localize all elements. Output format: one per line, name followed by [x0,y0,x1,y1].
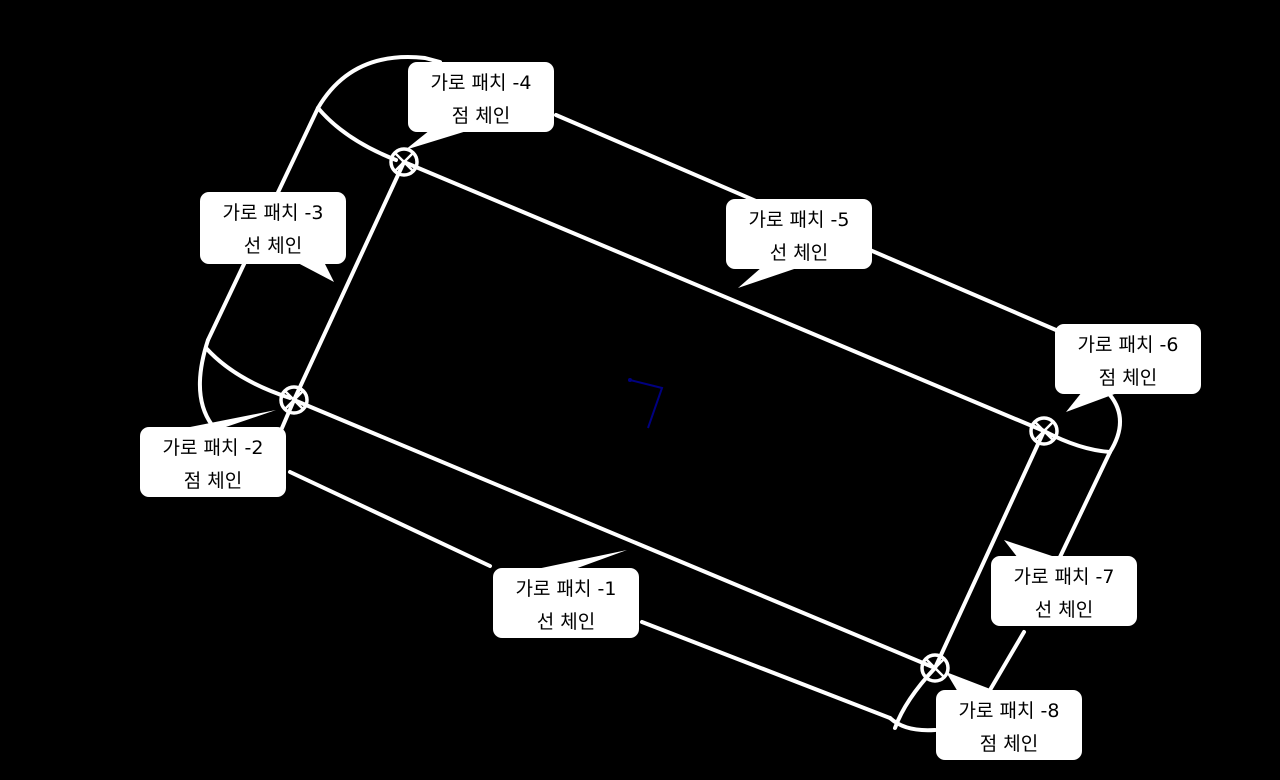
callout-patch-1: 가로 패치 -1 선 체인 [493,550,639,638]
callout-patch-4: 가로 패치 -4 점 체인 [405,62,554,150]
callout-subtitle: 점 체인 [184,470,242,492]
inner-edge-top [402,160,1046,433]
inner-edge-bottom [292,398,937,670]
callout-box [140,427,286,497]
callout-tail [738,267,800,288]
callout-box [1055,324,1201,394]
inner-arc-top-left [316,106,398,162]
inner-frame [280,160,1046,670]
outer-edge-right-lower [988,630,1026,692]
callout-subtitle: 점 체인 [1099,367,1157,389]
callout-tail [1066,392,1120,412]
callout-patch-5: 가로 패치 -5 선 체인 [726,199,872,288]
outer-edge-bottom-right [640,620,892,720]
callout-tail [946,672,998,692]
callout-subtitle: 선 체인 [537,611,595,633]
callout-title: 가로 패치 -5 [749,209,850,231]
callout-box [408,62,554,132]
node-top-left [389,147,419,177]
callout-title: 가로 패치 -6 [1078,334,1179,356]
callout-tail [180,410,276,429]
callout-tail [1004,540,1058,558]
center-marker-icon [628,378,664,429]
callout-subtitle: 선 체인 [244,235,302,257]
callout-title: 가로 패치 -1 [516,578,617,600]
callout-subtitle: 점 체인 [452,105,510,127]
inner-edge-left-lower [280,398,296,430]
callout-tail [296,262,334,282]
callout-patch-7: 가로 패치 -7 선 체인 [991,540,1137,626]
callout-box [991,556,1137,626]
inner-edge-left [292,160,406,402]
callout-title: 가로 패치 -3 [223,202,324,224]
callout-box [493,568,639,638]
outer-edge-bottom [288,470,492,568]
outer-cap-top-left [316,55,442,110]
callout-patch-2: 가로 패치 -2 점 체인 [140,410,286,497]
outer-cap-right [1108,393,1122,454]
outer-cap-bottom [888,716,937,733]
callout-title: 가로 패치 -2 [163,437,264,459]
node-bottom [920,653,950,683]
callout-subtitle: 선 체인 [770,242,828,264]
callout-title: 가로 패치 -4 [431,72,532,94]
inner-arc-bottom [893,666,937,730]
callout-subtitle: 선 체인 [1035,599,1093,621]
node-right [1029,416,1059,446]
callout-subtitle: 점 체인 [980,733,1038,755]
callout-box [726,199,872,269]
callout-tail [405,130,470,150]
callout-box [936,690,1082,760]
inner-arc-right [1042,429,1112,454]
inner-edge-right [933,429,1046,670]
callout-title: 가로 패치 -8 [959,700,1060,722]
callout-tail [532,550,627,570]
inner-arc-left [204,346,292,400]
node-left [279,385,309,415]
callout-box [200,192,346,264]
callout-title: 가로 패치 -7 [1014,566,1115,588]
callout-patch-3: 가로 패치 -3 선 체인 [200,192,346,282]
callout-patch-6: 가로 패치 -6 점 체인 [1055,324,1201,412]
callout-patch-8: 가로 패치 -8 점 체인 [936,672,1082,760]
